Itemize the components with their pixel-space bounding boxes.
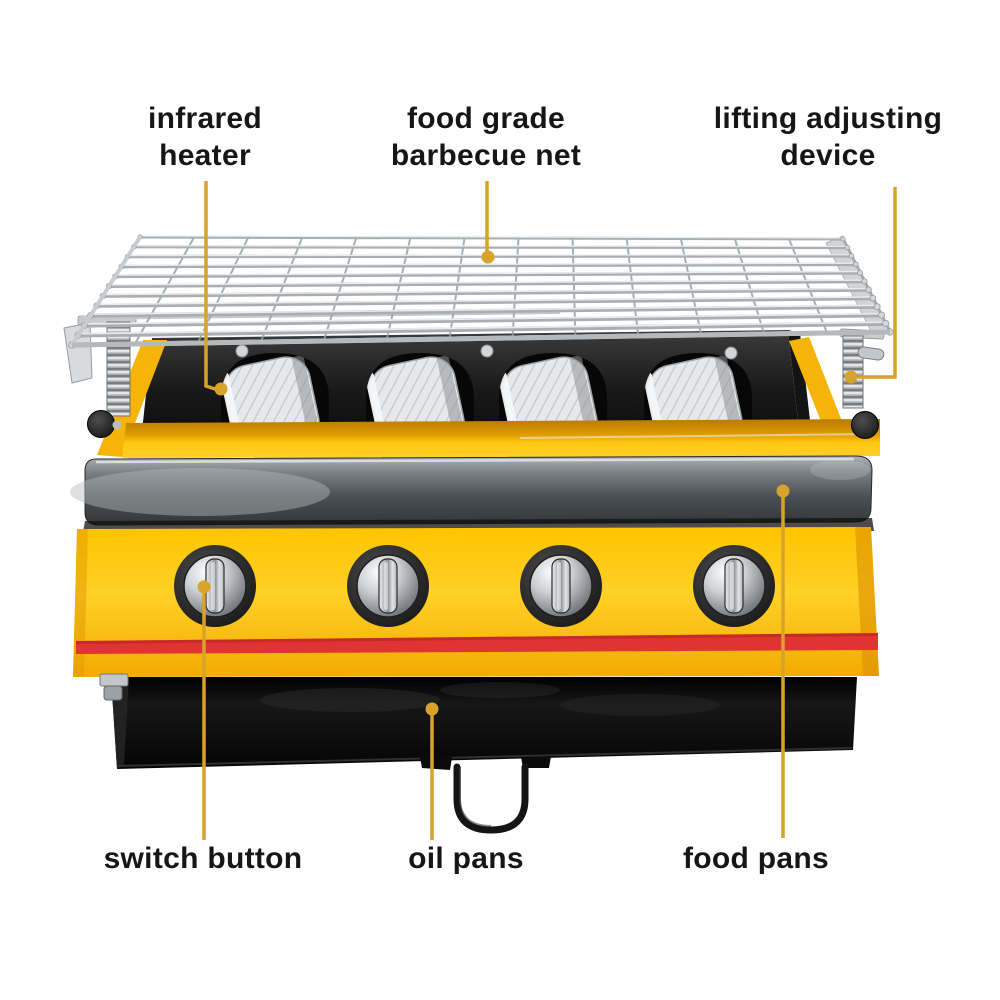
- label-line: barbecue net: [390, 139, 582, 172]
- leader-dot: [425, 702, 439, 716]
- label-infrared-heater: infrared heater: [148, 100, 262, 174]
- adjust-knob: [851, 411, 879, 439]
- label-barbecue-net: food grade barbecue net: [391, 100, 581, 174]
- food-pan-tray: [70, 455, 874, 532]
- leader-dot: [214, 382, 228, 396]
- leader-dot: [481, 250, 495, 264]
- leader-dot: [776, 484, 790, 498]
- label-line: lifting adjusting: [713, 102, 943, 135]
- label-switch-button: switch button: [104, 840, 303, 877]
- control-knob: [174, 545, 256, 627]
- red-stripe: [76, 633, 878, 654]
- label-line: food pans: [682, 842, 830, 875]
- front-panel: [73, 527, 879, 677]
- control-knob: [520, 545, 602, 627]
- switch-knobs: [174, 545, 775, 627]
- label-line: switch button: [103, 842, 303, 875]
- label-line: food grade: [406, 102, 565, 135]
- label-food-pans: food pans: [683, 840, 829, 877]
- label-line: infrared: [147, 102, 263, 135]
- annotation-leaders: [197, 181, 897, 840]
- screw-icon: [235, 344, 738, 360]
- adjust-knob: [87, 410, 115, 438]
- oil-pan-tray: [99, 673, 857, 834]
- label-line: heater: [159, 139, 251, 172]
- label-line: oil pans: [408, 842, 524, 875]
- leader-dot: [197, 580, 211, 594]
- control-knob: [693, 545, 775, 627]
- control-knob: [347, 545, 429, 627]
- leader-infrared-heater: [204, 181, 216, 391]
- latch-icon: [99, 673, 129, 701]
- label-line: device: [780, 139, 876, 172]
- label-lifting-device: lifting adjusting device: [714, 100, 942, 174]
- handle: [453, 763, 529, 834]
- leader-lifting-device: [858, 187, 897, 379]
- leader-dot: [844, 370, 858, 384]
- label-oil-pans: oil pans: [408, 840, 524, 877]
